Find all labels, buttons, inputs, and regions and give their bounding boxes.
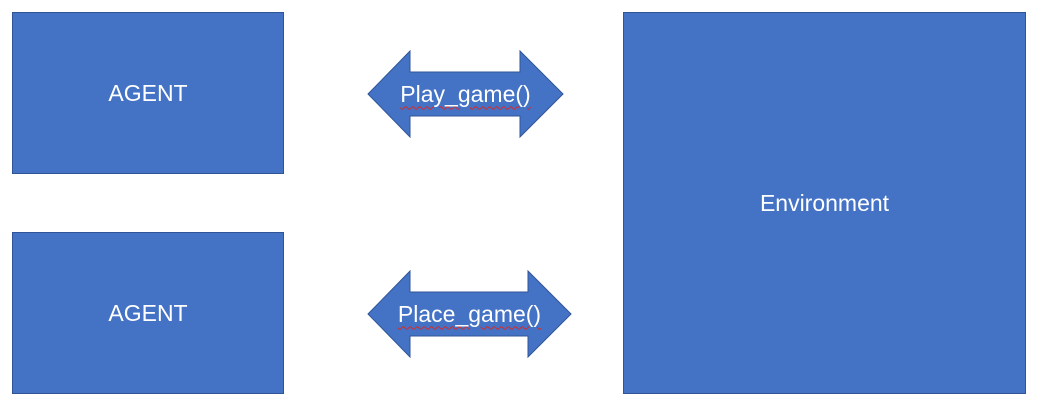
agent-box-2: AGENT — [12, 232, 284, 394]
agent-label-1: AGENT — [108, 79, 188, 106]
environment-label: Environment — [759, 189, 890, 216]
double-arrow-icon — [367, 270, 572, 358]
play-game-double-arrow: Play_game() — [367, 50, 564, 138]
agent-label-2: AGENT — [108, 299, 188, 326]
environment-box: Environment — [623, 12, 1026, 394]
place-game-double-arrow: Place_game() — [367, 270, 572, 358]
play-game-label: Play_game() — [400, 80, 531, 107]
double-arrow-icon — [367, 50, 564, 138]
place-game-label: Place_game() — [397, 300, 542, 327]
agent-box-1: AGENT — [12, 12, 284, 174]
